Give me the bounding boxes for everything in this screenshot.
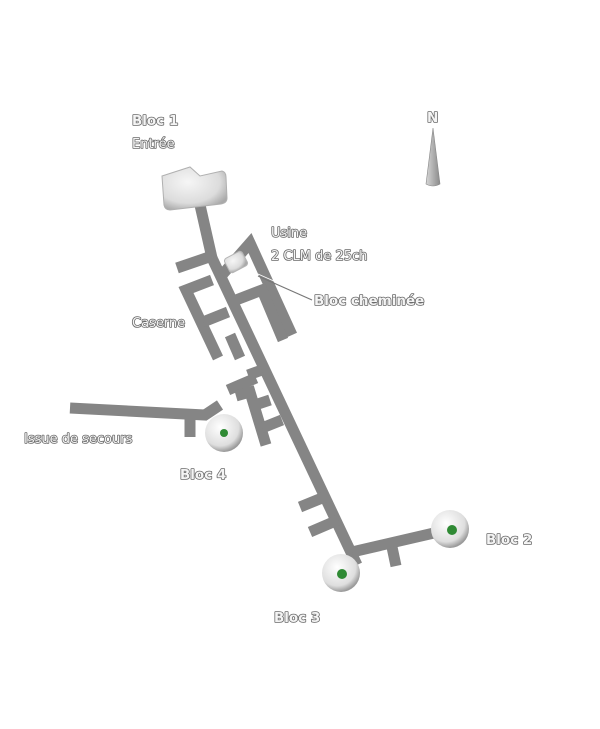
gallery-stub-d <box>259 414 285 434</box>
gallery-main <box>207 255 362 568</box>
north-arrow-icon <box>425 127 441 187</box>
turret-icon <box>337 569 347 579</box>
label-caserne: Caserne <box>132 316 185 331</box>
label-bloc-cheminee: Bloc cheminée <box>314 293 424 309</box>
label-bloc1: Bloc 1 <box>132 113 178 129</box>
turret-icon <box>220 429 228 437</box>
gallery-stub-c <box>253 394 272 411</box>
gallery-stub-e <box>297 490 330 513</box>
bloc2-turret[interactable] <box>431 510 469 548</box>
bloc3-turret[interactable] <box>322 554 360 592</box>
galleries <box>69 203 436 568</box>
label-north: N <box>427 110 438 126</box>
gallery-caserne-cross <box>200 306 231 328</box>
label-usine-detail: 2 CLM de 25ch <box>271 249 367 264</box>
gallery-caserne <box>178 274 223 361</box>
gallery-stub-f <box>307 514 341 538</box>
gallery-bloc2-stub <box>386 545 402 568</box>
gallery-bloc4-link <box>234 385 272 447</box>
gallery-left-branch <box>175 250 214 274</box>
gallery-caserne-2 <box>224 332 246 361</box>
bloc-cheminee-leader <box>257 275 313 301</box>
gallery-bloc2 <box>350 527 436 558</box>
label-issue-secours: Issue de secours <box>24 432 133 447</box>
label-bloc4: Bloc 4 <box>180 467 226 483</box>
label-usine: Usine <box>271 226 307 241</box>
bloc1-building[interactable] <box>161 166 228 211</box>
gallery-usine-inner <box>234 282 289 343</box>
label-bloc3: Bloc 3 <box>274 610 320 626</box>
gallery-entrance-stem <box>194 203 218 260</box>
turret-icon <box>447 525 457 535</box>
label-bloc2: Bloc 2 <box>486 532 532 548</box>
bloc4-turret[interactable] <box>205 414 243 452</box>
gallery-stub-b <box>225 372 259 396</box>
label-entree: Entrée <box>132 137 175 152</box>
gallery-stub-a <box>246 364 264 381</box>
bloc-cheminee-block[interactable] <box>223 250 249 274</box>
gallery-bloc4 <box>69 400 224 421</box>
